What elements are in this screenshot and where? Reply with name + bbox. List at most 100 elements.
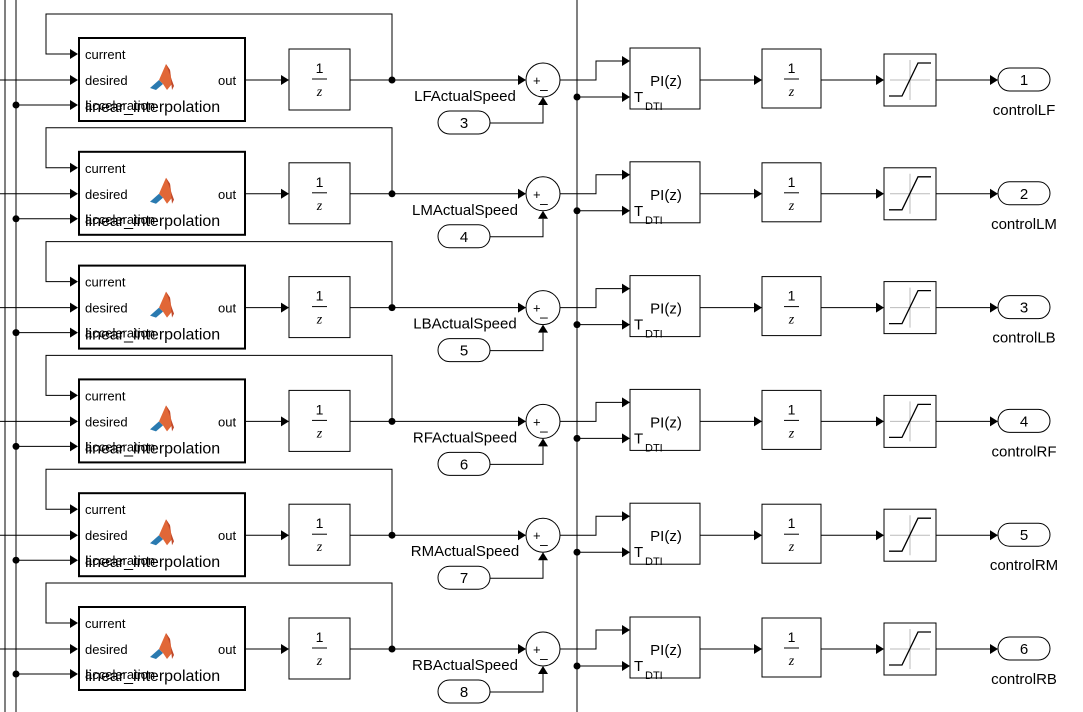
arrowhead xyxy=(70,416,78,427)
delay-denominator: z xyxy=(788,199,795,214)
arrowhead xyxy=(990,75,998,85)
actual-speed-label: LFActualSpeed xyxy=(414,88,516,105)
arrowhead xyxy=(518,530,526,541)
outport-block[interactable] xyxy=(997,408,1051,433)
outport-label: controlRF xyxy=(991,443,1056,460)
saturation-block[interactable] xyxy=(883,281,937,335)
pid-controller-block[interactable] xyxy=(629,616,701,679)
feedback-wire xyxy=(45,468,393,536)
inport-number: 6 xyxy=(460,456,468,473)
matlab-function-block[interactable] xyxy=(78,37,246,122)
outport-block[interactable] xyxy=(997,636,1051,661)
saturation-block[interactable] xyxy=(883,622,937,676)
arrowhead xyxy=(70,555,78,566)
arrowhead xyxy=(70,302,78,313)
delay-numerator: 1 xyxy=(788,515,796,531)
arrowhead xyxy=(538,97,548,105)
delay-numerator: 1 xyxy=(316,60,324,76)
port-acceleration-label: acceleration xyxy=(85,553,155,568)
saturation-block[interactable] xyxy=(883,53,937,107)
error-wire xyxy=(560,60,622,81)
arrowhead xyxy=(518,416,526,427)
port-acceleration-label: acceleration xyxy=(85,667,155,682)
outport-label: controlLM xyxy=(991,216,1057,233)
sum-minus-sign: – xyxy=(540,422,548,438)
branch-dot xyxy=(388,304,396,312)
delay-numerator: 1 xyxy=(316,401,324,417)
arrowhead xyxy=(622,547,630,558)
port-current-label: current xyxy=(85,616,126,631)
arrowhead xyxy=(876,644,884,654)
branch-dot xyxy=(12,329,20,337)
arrowhead xyxy=(876,75,884,85)
saturation-block[interactable] xyxy=(883,167,937,221)
branch-dot xyxy=(573,321,581,329)
arrowhead xyxy=(990,188,998,199)
pid-label: PI(z) xyxy=(650,73,682,90)
arrowhead xyxy=(70,669,78,679)
delay-denominator: z xyxy=(788,313,795,328)
saturation-block[interactable] xyxy=(883,394,937,448)
outport-block[interactable] xyxy=(997,295,1051,320)
pid-controller-block[interactable] xyxy=(629,502,701,565)
sum-plus-sign: + xyxy=(533,414,541,429)
actual-speed-label: LMActualSpeed xyxy=(412,202,518,219)
pid-controller-block[interactable] xyxy=(629,47,701,110)
pid-label: PI(z) xyxy=(650,528,682,545)
delay-denominator: z xyxy=(316,85,323,100)
actual-speed-label: RBActualSpeed xyxy=(412,657,518,674)
arrowhead xyxy=(538,324,548,333)
pid-label: PI(z) xyxy=(650,642,682,659)
arrowhead xyxy=(754,644,762,654)
inport-number: 8 xyxy=(460,684,468,701)
port-acceleration-label: acceleration xyxy=(85,98,155,113)
arrowhead xyxy=(538,552,548,561)
actual-speed-label: RFActualSpeed xyxy=(413,429,517,446)
sum-plus-sign: + xyxy=(533,301,541,316)
arrowhead xyxy=(876,188,884,199)
feedback-wire xyxy=(45,13,393,80)
outport-number: 5 xyxy=(1020,527,1028,544)
outport-block[interactable] xyxy=(997,522,1051,547)
arrowhead xyxy=(876,530,884,541)
port-current-label: current xyxy=(85,47,126,62)
arrowhead xyxy=(622,92,630,102)
outport-block[interactable] xyxy=(997,67,1051,92)
outport-block[interactable] xyxy=(997,181,1051,206)
saturation-block[interactable] xyxy=(883,508,937,562)
actual-speed-label: RMActualSpeed xyxy=(411,543,519,560)
outport-label: controlLF xyxy=(993,102,1056,119)
delay-numerator: 1 xyxy=(316,629,324,645)
arrowhead xyxy=(70,504,78,515)
delay-denominator: z xyxy=(788,540,795,555)
arrowhead xyxy=(622,283,630,294)
arrowhead xyxy=(70,100,78,110)
pid-port-t: T xyxy=(634,317,643,334)
arrowhead xyxy=(622,511,630,522)
delay-denominator: z xyxy=(788,85,795,100)
pid-controller-block[interactable] xyxy=(629,161,701,224)
port-desired-label: desired xyxy=(85,642,128,657)
arrowhead xyxy=(70,390,78,401)
outport-number: 3 xyxy=(1020,300,1028,317)
error-wire xyxy=(560,629,622,650)
pid-controller-block[interactable] xyxy=(629,388,701,451)
port-current-label: current xyxy=(85,388,126,403)
delay-numerator: 1 xyxy=(316,515,324,531)
delay-denominator: z xyxy=(788,654,795,669)
delay-numerator: 1 xyxy=(788,174,796,190)
speed-wire xyxy=(490,674,544,693)
feedback-wire xyxy=(45,582,393,649)
inport-number: 3 xyxy=(460,115,468,132)
branch-dot xyxy=(12,670,20,678)
pid-label: PI(z) xyxy=(650,301,682,318)
saturation-icon xyxy=(889,631,931,666)
branch-dot xyxy=(12,101,20,109)
branch-dot xyxy=(573,548,581,556)
unit-delay-block[interactable] xyxy=(288,276,351,339)
sum-minus-sign: – xyxy=(540,650,548,666)
block-name-label: linear_interpolation xyxy=(85,99,220,116)
delay-denominator: z xyxy=(316,654,323,669)
pid-controller-block[interactable] xyxy=(629,275,701,338)
